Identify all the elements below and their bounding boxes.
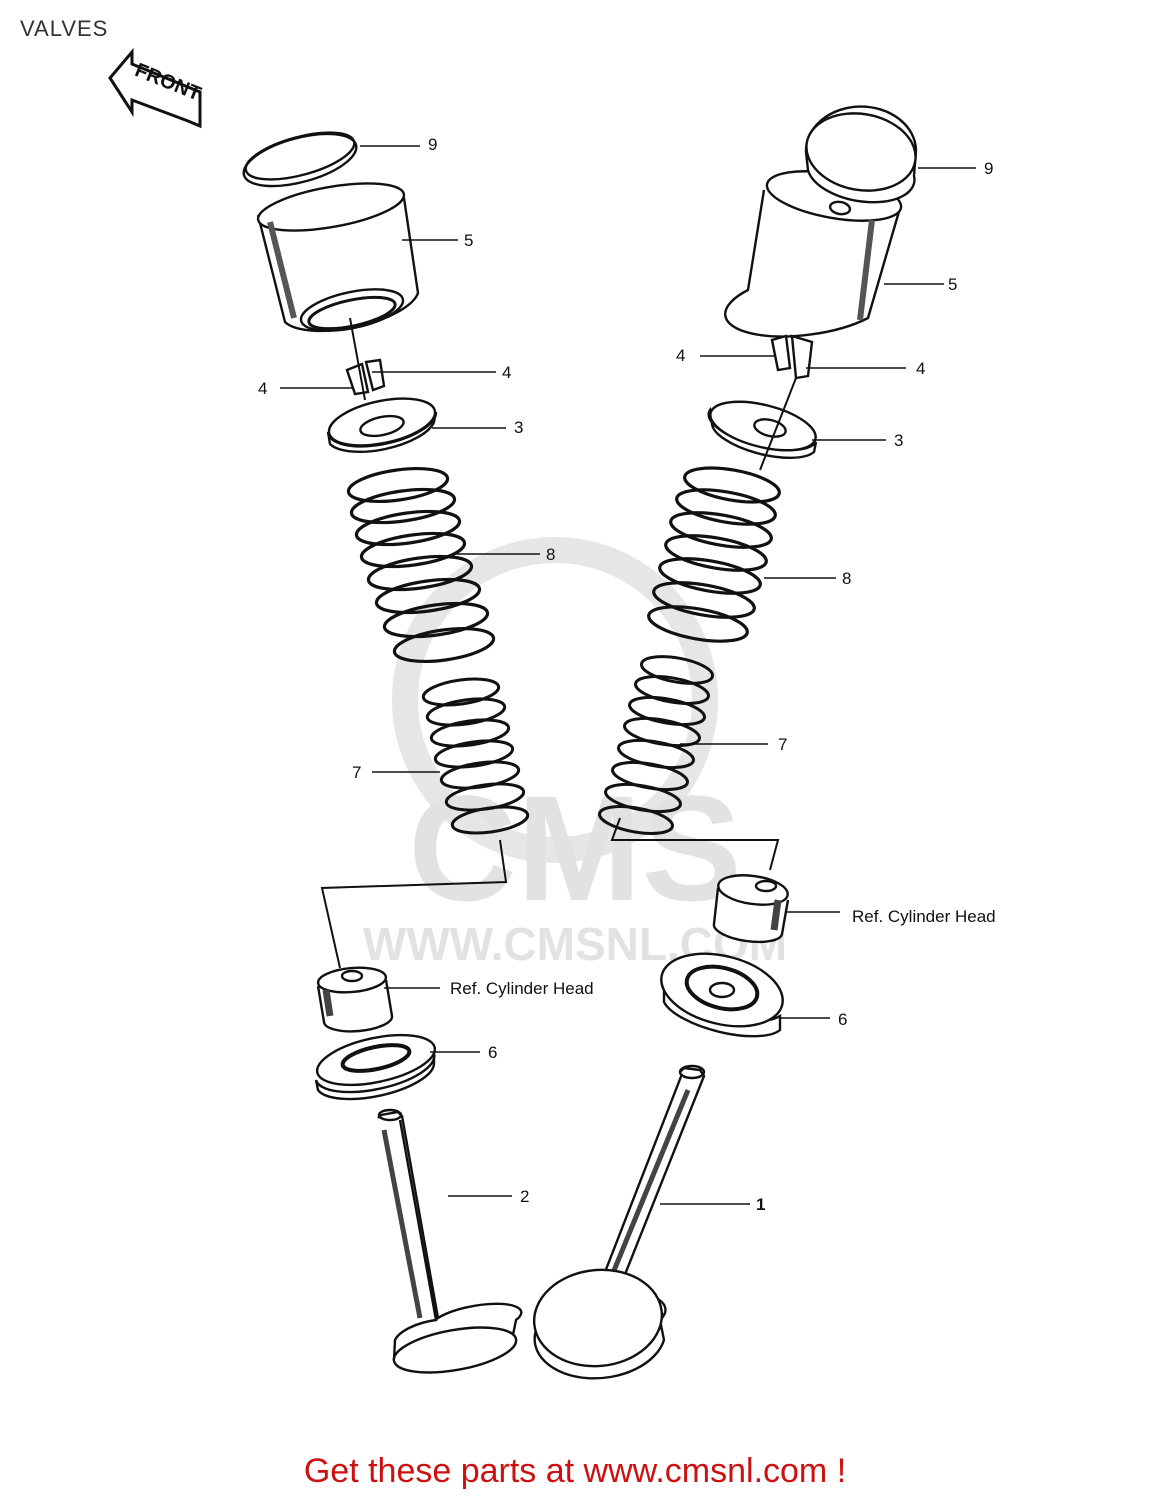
left-inner-spring: [421, 677, 530, 835]
callout-left-3: 3: [514, 418, 523, 437]
callout-left-4a: 4: [258, 379, 267, 398]
callout-left-7: 7: [352, 763, 361, 782]
callout-right-5: 5: [948, 275, 957, 294]
callout-right-7: 7: [778, 735, 787, 754]
callout-right-ref: Ref. Cylinder Head: [852, 907, 996, 926]
left-retainer: [326, 397, 438, 453]
callout-right-4a: 4: [676, 346, 685, 365]
callout-right-8: 8: [842, 569, 851, 588]
page-title: VALVES: [20, 16, 109, 41]
footer-link-text[interactable]: Get these parts at www.cmsnl.com !: [303, 1452, 847, 1490]
right-spring-seat: [660, 952, 784, 1038]
callout-right-9: 9: [984, 159, 993, 178]
front-arrow-badge: FRONT: [108, 47, 204, 129]
right-valve-guide: [712, 874, 790, 944]
right-inner-spring: [598, 655, 715, 835]
right-outer-spring: [647, 466, 781, 643]
callout-left-9: 9: [428, 135, 437, 154]
left-axis-line: [320, 317, 508, 969]
left-outer-spring: [346, 466, 496, 664]
right-retainer: [707, 400, 818, 459]
watermark-brand: CMS: [408, 764, 741, 932]
left-valve-guide: [316, 966, 394, 1033]
callout-left-5: 5: [464, 231, 473, 250]
leader-lines: [280, 145, 976, 1205]
left-tappet: [256, 182, 420, 333]
right-valve: [532, 1064, 706, 1380]
callout-left-ref: Ref. Cylinder Head: [450, 979, 594, 998]
right-axis-line: [610, 377, 797, 871]
right-tappet: [724, 170, 903, 338]
callout-left-6: 6: [488, 1043, 497, 1062]
callout-right-3: 3: [894, 431, 903, 450]
callout-left-4b: 4: [502, 363, 511, 382]
callout-right-6: 6: [838, 1010, 847, 1029]
left-cotters: [345, 358, 386, 396]
right-cotters: [770, 334, 814, 380]
callout-left-8: 8: [546, 545, 555, 564]
callout-right-4b: 4: [916, 359, 925, 378]
right-shim: [804, 105, 918, 204]
callout-left-2: 2: [520, 1187, 529, 1206]
left-spring-seat: [314, 1033, 437, 1101]
left-shim: [242, 131, 358, 188]
callout-right-1: 1: [756, 1195, 765, 1214]
left-valve: [377, 1108, 523, 1374]
callouts: 9 5 4 4 3 8 7 Ref. Cylinder Head 6 2 9 5…: [258, 135, 996, 1214]
